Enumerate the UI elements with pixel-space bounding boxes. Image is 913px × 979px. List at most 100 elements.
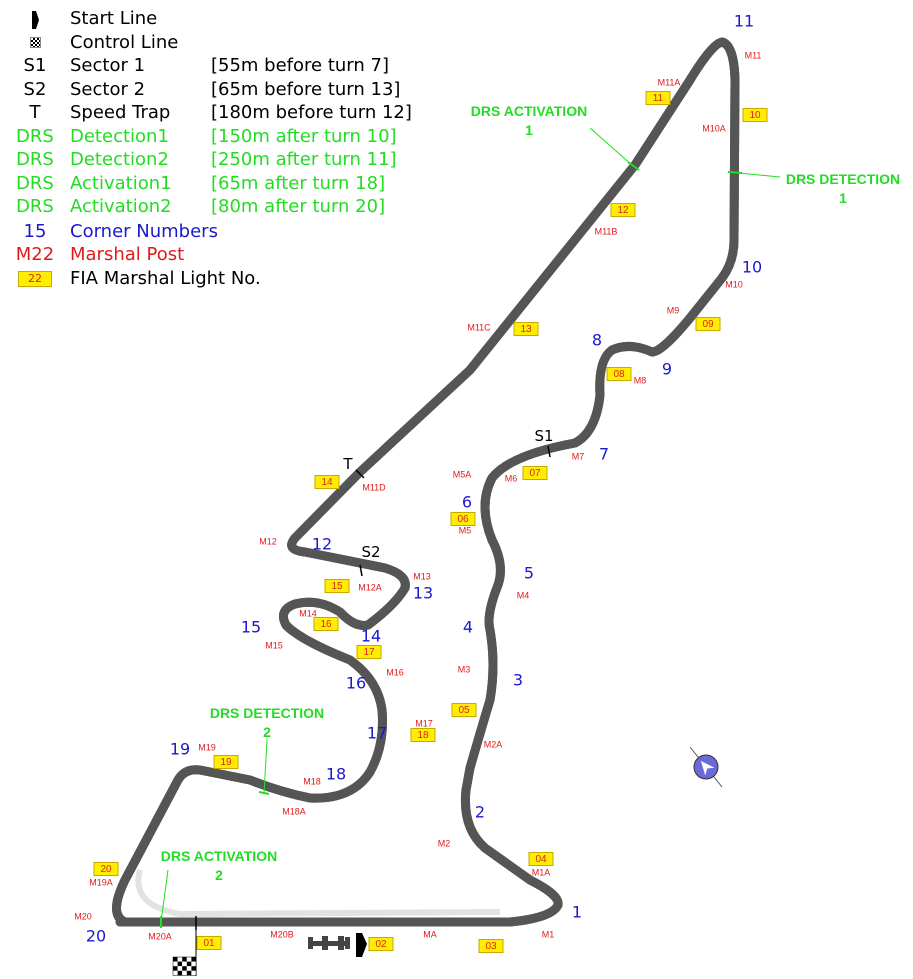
legend-detail: [65m before turn 13] [211,79,401,100]
svg-text:15: 15 [331,581,343,592]
legend-detail: [55m before turn 7] [211,55,389,76]
legend-symbol: DRS [16,149,54,170]
marshal-post: M7 [572,451,585,461]
corner-number: 4 [463,618,473,637]
legend-symbol: 15 [23,221,47,242]
sector2-marker: S2 [361,543,380,561]
control-line-flag-icon [172,930,197,976]
marshal-light: 07 [522,466,548,480]
marshal-post: M12 [259,536,277,546]
svg-text:1: 1 [525,122,533,138]
marshal-post: M20 [74,911,92,921]
marshal-post: M2A [484,739,503,749]
sector1-marker: S1 [534,427,553,445]
svg-text:19: 19 [220,757,232,768]
corner-number: 12 [312,535,332,554]
marshal-light: 02 [368,937,394,951]
svg-text:03: 03 [485,941,497,952]
corner-number: 2 [475,803,485,822]
compass-icon [689,746,723,788]
svg-text:DRS DETECTION: DRS DETECTION [210,705,324,721]
marshal-post: M10A [702,123,726,133]
legend-symbol: S1 [23,55,47,76]
svg-text:1: 1 [839,190,847,206]
marshal-post: M16 [386,667,404,677]
svg-text:2: 2 [263,724,271,740]
corner-number: 6 [462,493,472,512]
marshal-post: M1A [532,867,551,877]
marshal-post: M10 [725,279,743,289]
svg-text:09: 09 [702,319,714,330]
marshal-post: M5A [453,469,472,479]
marshal-light: 09 [695,317,721,331]
marshal-post: M17 [415,718,433,728]
corner-number: 3 [513,671,523,690]
svg-text:17: 17 [363,647,375,658]
marshal-light: 08 [606,367,632,381]
start-line-icon [14,7,56,34]
corner-number: 13 [413,584,433,603]
legend-label: Detection1 [70,126,169,147]
corner-number: 7 [599,445,609,464]
drs-zone-label: DRS DETECTION 1 [786,171,900,206]
svg-text:11: 11 [653,93,664,104]
svg-text:18: 18 [417,730,429,741]
light-box-icon: 22 [14,267,56,291]
svg-text:DRS DETECTION: DRS DETECTION [786,171,900,187]
svg-text:12: 12 [617,205,629,216]
marshal-post: M14 [299,608,317,618]
legend-detail: [80m after turn 20] [211,196,386,217]
marshal-light: 10 [742,108,768,122]
drs-zone-label: DRS DETECTION 2 [210,705,324,740]
legend-label: Start Line [70,8,158,29]
marshal-post: M12A [358,582,382,592]
legend-label: Activation2 [70,196,172,217]
marshal-light: 17 [356,645,382,659]
corner-number: 15 [241,618,261,637]
track-outline [112,37,740,927]
marshal-post: M9 [667,305,680,315]
svg-text:2: 2 [215,867,223,883]
legend-detail: [65m after turn 18] [211,173,386,194]
legend-symbol: DRS [16,126,54,147]
marshal-post: M11A [658,77,681,87]
marshal-light: 20 [93,862,119,876]
corner-number: 20 [86,927,106,946]
marshal-post: M20B [270,929,294,939]
legend-detail: [250m after turn 11] [211,149,397,170]
marshal-post: M8 [634,375,647,385]
corner-number: 14 [361,627,381,646]
corner-number: 16 [346,674,366,693]
marshal-light: 13 [513,322,539,336]
corner-number: 18 [326,765,346,784]
marshal-post: M19 [198,742,216,752]
marshal-light: 19 [213,755,239,769]
marshal-post: M4 [517,590,530,600]
corner-number: 19 [170,740,190,759]
marshal-light: 05 [451,703,477,717]
corner-number: 9 [662,360,672,379]
legend-detail: [150m after turn 10] [211,126,397,147]
marshal-post: M6 [505,473,518,483]
svg-text:10: 10 [749,110,761,121]
legend-symbol: DRS [16,196,54,217]
svg-text:02: 02 [375,939,387,950]
svg-text:20: 20 [100,864,112,875]
legend-label: Sector 1 [70,55,146,76]
svg-text:DRS ACTIVATION: DRS ACTIVATION [471,103,587,119]
legend-symbol: M22 [15,244,55,265]
marshal-light: 15 [324,579,350,593]
corner-number: 5 [524,564,534,583]
marshal-post: M11D [362,482,386,492]
marshal-light: 03 [478,939,504,953]
marshal-light: 06 [450,512,476,526]
marshal-post: M2 [438,838,451,848]
marshal-light: 04 [528,852,554,866]
marshal-post: M11 [745,50,762,60]
marshal-post: M5 [459,525,472,535]
legend-symbol: DRS [16,173,54,194]
svg-text:06: 06 [457,514,469,525]
corner-number: 11 [734,12,754,31]
legend-detail: [180m before turn 12] [211,102,412,123]
